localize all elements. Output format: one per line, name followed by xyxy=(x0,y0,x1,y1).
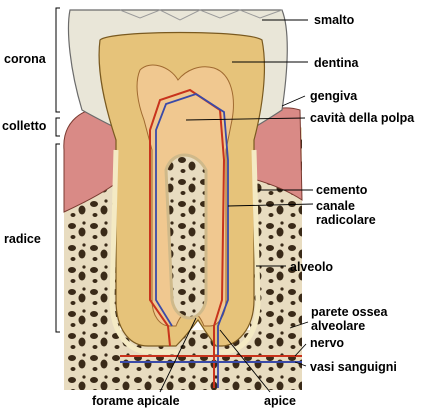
bone-bottom xyxy=(64,330,302,390)
label-radice: radice xyxy=(4,232,41,246)
leader-vasi xyxy=(294,361,307,367)
bracket-colletto xyxy=(55,117,60,137)
label-dentina: dentina xyxy=(314,56,359,70)
label-alveolare: alveolare xyxy=(311,319,366,333)
label-cemento: cemento xyxy=(316,183,368,197)
enamel-top-ridges xyxy=(119,9,283,21)
leader-cavita xyxy=(185,117,306,121)
cementum xyxy=(109,149,261,355)
bracket-radice xyxy=(55,143,60,333)
label-cavita: cavità della polpa xyxy=(310,111,415,125)
leader-forame xyxy=(159,317,197,393)
vessel-path xyxy=(155,93,229,388)
bracket-corona xyxy=(55,7,60,113)
label-corona: corona xyxy=(4,52,46,66)
label-smalto: smalto xyxy=(314,13,355,27)
leader-parete xyxy=(289,321,309,329)
label-colletto: colletto xyxy=(2,119,47,133)
leader-canale xyxy=(227,203,314,207)
label-gengiva: gengiva xyxy=(310,89,358,103)
leader-apice xyxy=(219,329,271,393)
leader-lines xyxy=(159,19,314,393)
label-radicolare: radicolare xyxy=(316,213,376,227)
label-vasi-sanguigni: vasi sanguigni xyxy=(310,360,397,374)
label-apice: apice xyxy=(264,394,296,408)
leader-nervo xyxy=(294,343,307,357)
leader-gengiva xyxy=(281,95,306,107)
label-alveolo: alveolo xyxy=(290,260,334,274)
label-nervo: nervo xyxy=(310,336,345,350)
interradicular-bone xyxy=(164,153,208,320)
label-parete-ossea: parete ossea xyxy=(311,305,388,319)
label-forame-apicale: forame apicale xyxy=(92,394,180,408)
label-canale: canale xyxy=(316,199,355,213)
